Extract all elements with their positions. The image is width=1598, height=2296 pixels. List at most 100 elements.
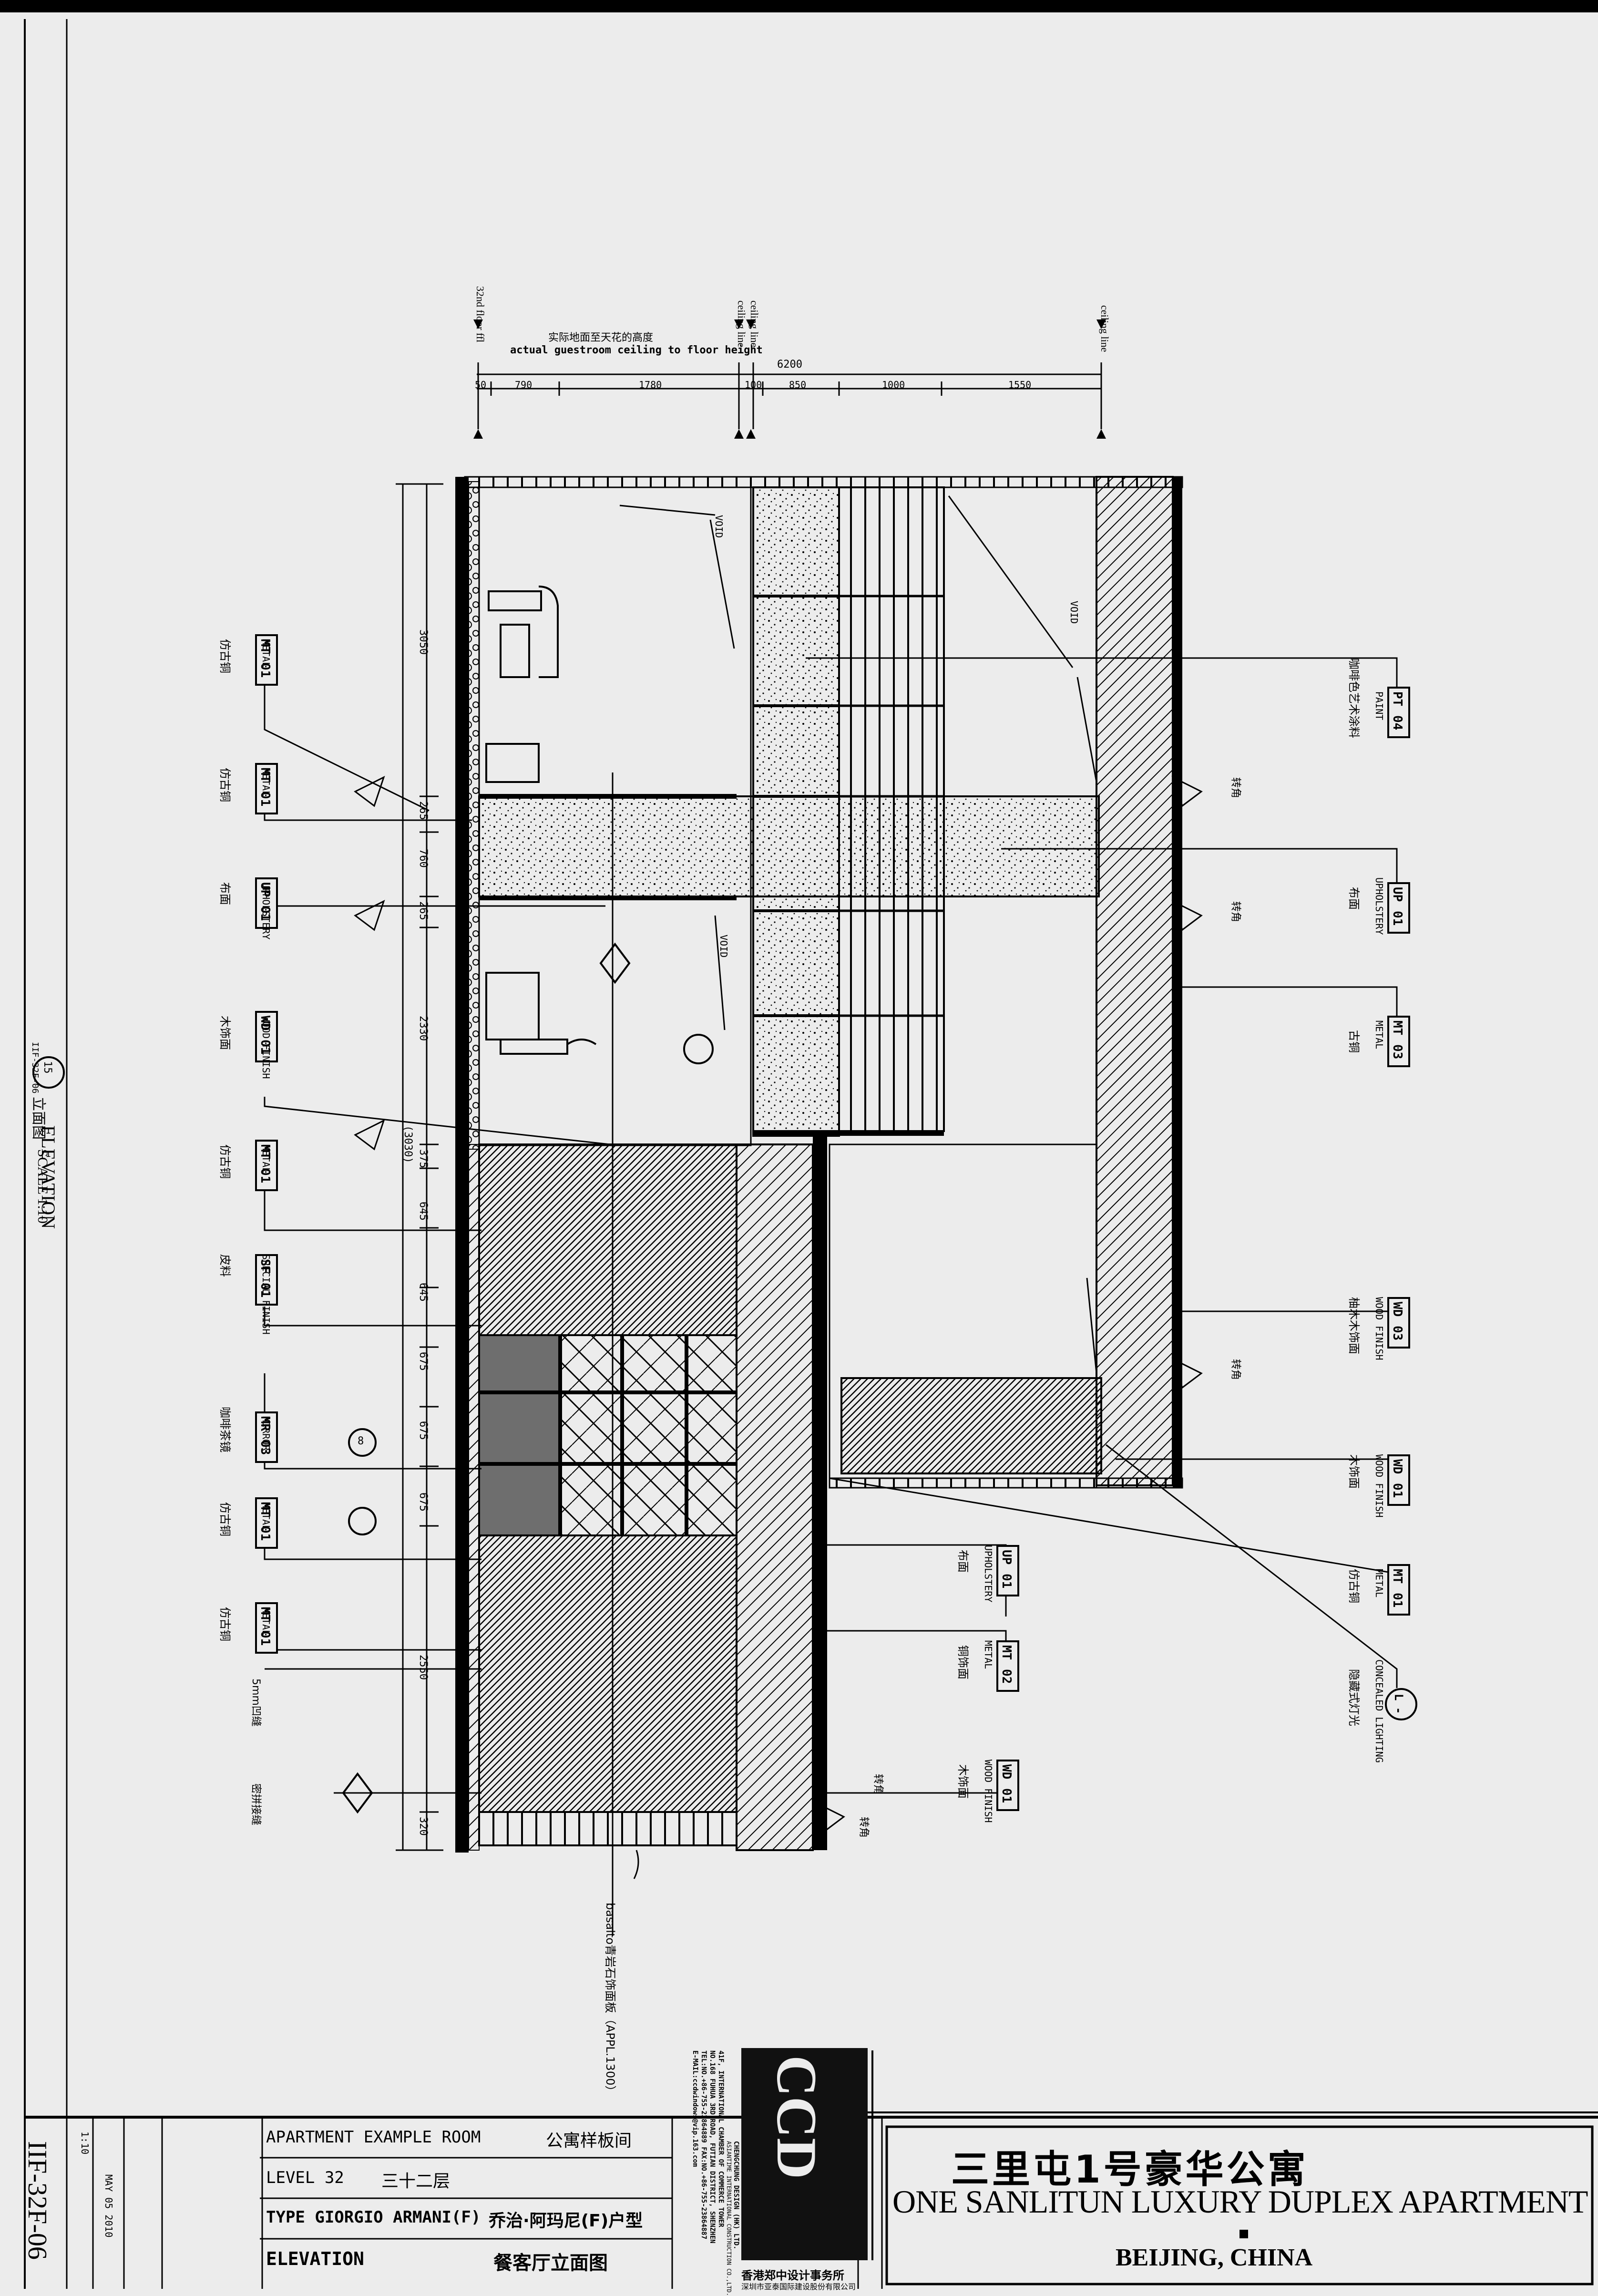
project-title-en: ONE SANLITUN LUXURY DUPLEX APARTMENT bbox=[892, 2183, 1588, 2220]
firm-sub-zh: 深圳市亚泰国际建设股份有限公司 bbox=[741, 2282, 856, 2291]
tag-right-4-zh: 木饰面 bbox=[1347, 1454, 1361, 1489]
sheet-number: IIF-32F-06 bbox=[22, 2141, 52, 2260]
title-row-4-zh: 餐客厅立面图 bbox=[493, 2252, 608, 2274]
dim-top-4: 850 bbox=[789, 379, 807, 391]
note-tight-joint: 密拼接缝 bbox=[250, 1783, 262, 1826]
tag-right-3: WD 03 bbox=[1387, 1297, 1410, 1349]
tag-left-3-zh: 木饰面 bbox=[218, 1016, 232, 1050]
level-mark-ceiling-3: ceiling line bbox=[1099, 305, 1111, 352]
firm-name-zh: 香港郑中设计事务所 bbox=[741, 2269, 844, 2282]
title-row-2-en: LEVEL 32 bbox=[266, 2168, 344, 2187]
tag-right-6-zh: 隐藏式灯光 bbox=[1347, 1669, 1361, 1726]
tag-right-0-zh: 咖啡色艺术涂料 bbox=[1347, 658, 1361, 738]
tag-mid-2-zh: 木饰面 bbox=[956, 1764, 970, 1799]
dim-side-13: 320 bbox=[417, 1817, 429, 1836]
title-row-3-zh: 乔治·阿玛尼(F)户型 bbox=[489, 2211, 643, 2231]
tag-right-0: PT 04 bbox=[1387, 687, 1410, 738]
tag-left-3: WD 01 bbox=[255, 1011, 278, 1062]
tag-left-0-zh: 仿古铜 bbox=[218, 639, 232, 673]
tag-mid-1-type: METAL bbox=[983, 1640, 994, 1669]
tag-right-2: MT 03 bbox=[1387, 1016, 1410, 1067]
dim-side-12: 2550 bbox=[417, 1655, 429, 1680]
tag-left-2: UP 01 bbox=[255, 877, 278, 929]
tag-left-5-zh: 皮料 bbox=[218, 1254, 232, 1277]
tag-left-7: MT 01 bbox=[255, 1497, 278, 1549]
corner-mark-3: 转角 bbox=[1229, 1359, 1241, 1380]
tag-left-5: SF 01 bbox=[255, 1254, 278, 1306]
project-location: BEIJING, CHINA bbox=[1116, 2244, 1313, 2271]
tag-right-5-type: METAL bbox=[1373, 1569, 1385, 1598]
dim-side-3: 265 bbox=[417, 901, 429, 920]
tag-left-8-type: METAL bbox=[260, 1607, 272, 1636]
tag-left-7-zh: 仿古铜 bbox=[218, 1502, 232, 1536]
corner-mark-4: 转角 bbox=[872, 1774, 884, 1795]
tag-left-8: MT 01 bbox=[255, 1602, 278, 1654]
tag-right-6 bbox=[1385, 1688, 1417, 1720]
tag-left-1-type: METAL bbox=[260, 768, 272, 797]
dim-side-9: 675 bbox=[417, 1352, 429, 1371]
tag-mid-0: UP 01 bbox=[996, 1545, 1019, 1596]
tag-right-6-code: L bbox=[1392, 1694, 1405, 1701]
dim-side-11: 675 bbox=[417, 1493, 429, 1512]
title-row-1-en: APARTMENT EXAMPLE ROOM bbox=[266, 2128, 481, 2147]
firm-sub-en: ASIANTIME INTERNATIONAL CONSTRUCTION CO.… bbox=[726, 2141, 732, 2296]
tag-left-6-type: MIRROR bbox=[260, 1416, 272, 1451]
project-title-zh: 三里屯1号豪华公寓 bbox=[951, 2147, 1309, 2192]
elevation-scale: SCALE 1:10 bbox=[35, 1149, 51, 1224]
tag-left-0: MT 01 bbox=[255, 634, 278, 686]
tag-right-1-zh: 布面 bbox=[1347, 887, 1361, 910]
tag-right-1-type: UPHOLSTERY bbox=[1373, 877, 1385, 935]
dim-side-2: 760 bbox=[417, 849, 429, 868]
tag-right-3-type: WOOD FINISH bbox=[1373, 1297, 1385, 1360]
tag-right-1: UP 01 bbox=[1387, 882, 1410, 934]
elevation-title-zh: 立面图 bbox=[30, 1097, 47, 1140]
firm-address-1: NO.168 FUHUA 3RD ROAD, FUTIAN DISTRICT, … bbox=[708, 2050, 716, 2244]
void-mark-2: VOID bbox=[1068, 601, 1080, 624]
tag-mid-0-zh: 布面 bbox=[956, 1550, 970, 1573]
firm-address-0: 41F, INTERNATIONAL CHAMBER OF COMMERCE T… bbox=[717, 2050, 725, 2227]
callout-sheet: IIF-32F-06 bbox=[30, 1042, 40, 1094]
tag-mid-2-type: WOOD FINISH bbox=[983, 1760, 994, 1823]
tag-right-2-type: METAL bbox=[1373, 1020, 1385, 1050]
tag-right-6-type: CONCEALED LIGHTING bbox=[1373, 1659, 1385, 1763]
tag-right-5-zh: 仿古铜 bbox=[1347, 1569, 1361, 1603]
corner-mark-5: 转角 bbox=[858, 1817, 870, 1838]
dim-side-10: 675 bbox=[417, 1421, 429, 1440]
tag-left-7-type: METAL bbox=[260, 1502, 272, 1531]
tag-left-1: MT 01 bbox=[255, 763, 278, 814]
dim-top-6: 1550 bbox=[1008, 379, 1032, 391]
corner-mark-1: 转角 bbox=[1229, 777, 1241, 799]
dim-side-0: 3050 bbox=[417, 629, 429, 655]
level-mark-ffl: 32nd floor ffl bbox=[474, 286, 486, 343]
firm-name-en: CHENGCHUNG DESIGN (HK) LTD. bbox=[732, 2141, 740, 2250]
void-mark-1: VOID bbox=[713, 515, 725, 538]
dim-side-1: 265 bbox=[417, 801, 429, 820]
floor-note-zh: 实际地面至天花的高度 bbox=[548, 332, 654, 344]
firm-address-3: E-MAIL:ccdwindows@vip.163.com bbox=[691, 2050, 699, 2167]
dim-side-5: (3030) bbox=[402, 1125, 414, 1163]
tag-mid-0-type: UPHOLSTERY bbox=[983, 1545, 994, 1603]
firm-address-2: TEL:NO.+86-755-23864889 FAX:NO.+86-755-2… bbox=[700, 2050, 707, 2240]
section-ref-8: 8 bbox=[358, 1435, 364, 1447]
dim-top-0: 50 bbox=[475, 379, 487, 391]
elevation-callout-circle bbox=[32, 1056, 65, 1089]
level-mark-ceiling-1: ceiling line bbox=[736, 300, 748, 348]
tag-right-6-num: - bbox=[1392, 1707, 1405, 1714]
firm-logo: CCD bbox=[765, 2055, 829, 2179]
callout-number: 15 bbox=[41, 1061, 53, 1074]
corner-mark-2: 转角 bbox=[1229, 901, 1241, 923]
tag-right-3-zh: 柚木木饰面 bbox=[1347, 1297, 1361, 1354]
tag-left-6: MR 03 bbox=[255, 1411, 278, 1463]
tag-mid-1: MT 02 bbox=[996, 1640, 1019, 1692]
note-5mm-groove: 5mm凹缝 bbox=[250, 1678, 262, 1727]
tag-left-4: MT 01 bbox=[255, 1140, 278, 1191]
dim-side-6: 375 bbox=[417, 1149, 429, 1168]
tag-right-4: WD 01 bbox=[1387, 1454, 1410, 1506]
tag-left-6-zh: 咖啡茶镜 bbox=[218, 1407, 232, 1452]
tag-mid-1-zh: 铜饰面 bbox=[956, 1645, 970, 1679]
tag-left-2-type: UPHOLSTERY bbox=[260, 882, 272, 940]
overall-dimension: 6200 bbox=[777, 359, 802, 371]
dim-side-7: 645 bbox=[417, 1202, 429, 1221]
dim-top-3: 100 bbox=[745, 379, 762, 391]
